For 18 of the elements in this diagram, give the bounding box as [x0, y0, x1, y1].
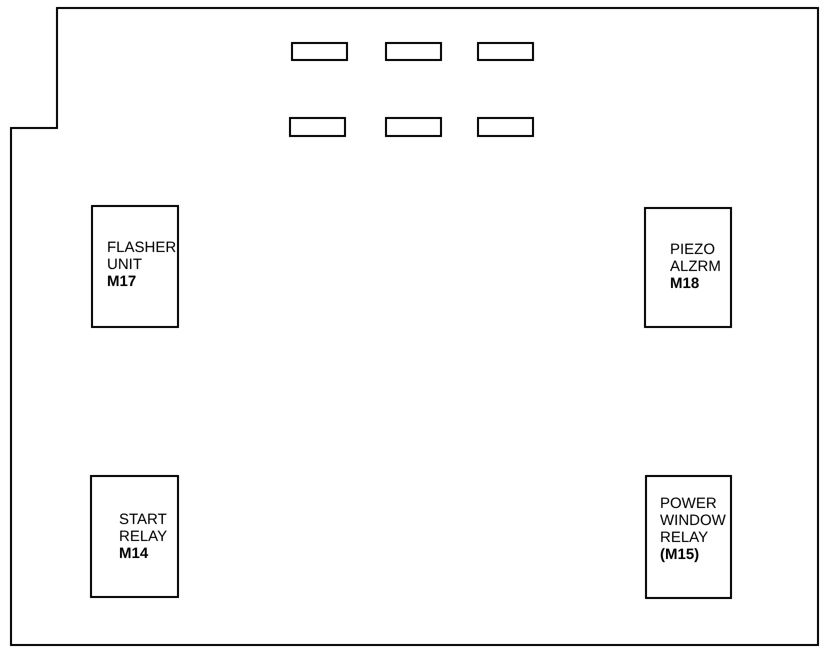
relay-box: [644, 207, 732, 328]
relay-box: [90, 475, 179, 598]
relay-code: (M15): [660, 546, 700, 563]
fuse-slot: [385, 42, 442, 61]
fuse-slot: [477, 117, 534, 137]
relay-label: PIEZO ALZRM: [670, 241, 722, 275]
fuse-slot: [477, 42, 534, 61]
relay-label: FLASHER UNIT: [107, 239, 177, 273]
relay-code: M17: [107, 273, 136, 290]
relay-label: POWER WINDOW RELAY: [660, 495, 727, 546]
relay-box: [91, 205, 179, 328]
relay-code: M18: [670, 275, 700, 292]
relay-label: START RELAY: [119, 511, 168, 545]
relay-code: M14: [119, 545, 148, 562]
fuse-slot: [385, 117, 442, 137]
fuse-slot: [291, 42, 348, 61]
relay-box: [645, 475, 732, 599]
fuse-slot: [289, 117, 346, 137]
